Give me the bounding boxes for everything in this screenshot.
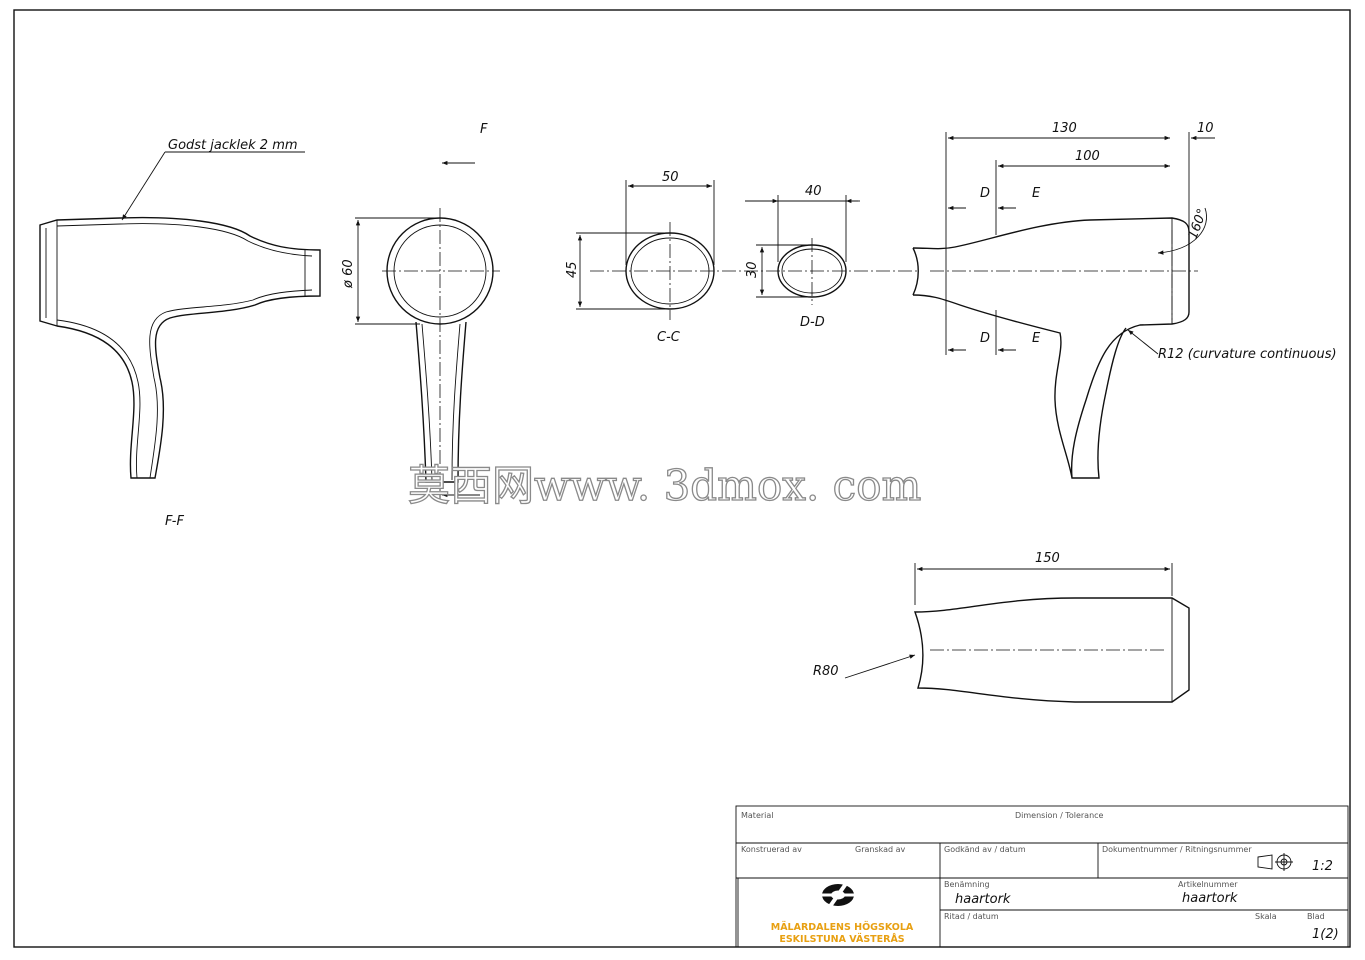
- section-mark-e-top: E: [1032, 186, 1041, 201]
- dim-10: 10: [1197, 121, 1214, 136]
- label-sheet: Blad: [1307, 912, 1325, 921]
- school-name-line1: MÄLARDALENS HÖGSKOLA: [771, 922, 914, 933]
- view-mark-top: F: [480, 122, 488, 137]
- section-cc: 50 45 C-C: [565, 170, 920, 345]
- label-drawn: Ritad / datum: [944, 912, 999, 921]
- section-dd: 40 30 D-D: [745, 184, 860, 330]
- section-label-dd: D-D: [800, 315, 825, 330]
- top-view: 150 R80: [813, 551, 1190, 703]
- wall-thickness-note: Godst jacklek 2 mm: [168, 138, 298, 153]
- label-material: Material: [741, 811, 774, 820]
- projection-symbol-icon: [1257, 853, 1293, 871]
- drawing-border: [13, 9, 1351, 948]
- label-approved: Godkänd av / datum: [944, 845, 1026, 854]
- university-logo-icon: [816, 883, 860, 907]
- radius-note-r80: R80: [813, 664, 839, 679]
- dim-150: 150: [1035, 551, 1060, 566]
- side-view-right: 130 10 100 D E D E 160° R12 (curvature c…: [912, 121, 1337, 479]
- section-mark-d-top: D: [980, 186, 990, 201]
- sheet-value: 1(2): [1312, 927, 1339, 942]
- watermark: 莫西网www. 3dmox. com: [408, 461, 921, 510]
- label-document: Dokumentnummer / Ritningsnummer: [1102, 845, 1252, 854]
- dim-45: 45: [565, 261, 580, 278]
- label-article: Artikelnummer: [1178, 880, 1238, 889]
- label-checked: Granskad av: [855, 845, 906, 854]
- section-mark-d-bot: D: [980, 331, 990, 346]
- dim-100: 100: [1075, 149, 1100, 164]
- section-mark-e-bot: E: [1032, 331, 1041, 346]
- article-value: haartork: [1182, 891, 1238, 906]
- dim-40: 40: [805, 184, 822, 199]
- dim-dia-60: ø 60: [341, 259, 356, 289]
- dim-50: 50: [662, 170, 679, 185]
- label-tolerance: Dimension / Tolerance: [1015, 811, 1104, 820]
- section-label-ff: F-F: [165, 514, 184, 529]
- title-block: Material Dimension / Tolerance Konstruer…: [735, 805, 1349, 948]
- front-view: ø 60 F: [341, 122, 500, 500]
- school-name-line2: ESKILSTUNA VÄSTERÅS: [779, 934, 904, 945]
- scale-top: 1:2: [1312, 859, 1333, 874]
- dim-30: 30: [745, 261, 760, 278]
- label-scale: Skala: [1255, 912, 1277, 921]
- section-label-cc: C-C: [657, 330, 681, 345]
- label-designed: Konstruerad av: [741, 845, 802, 854]
- designation-value: haartork: [955, 892, 1011, 907]
- label-designation: Benämning: [944, 880, 990, 889]
- side-view-ff: F-F Godst jacklek 2 mm: [39, 138, 321, 529]
- dim-130: 130: [1052, 121, 1077, 136]
- radius-note-r12: R12 (curvature continuous): [1158, 347, 1337, 362]
